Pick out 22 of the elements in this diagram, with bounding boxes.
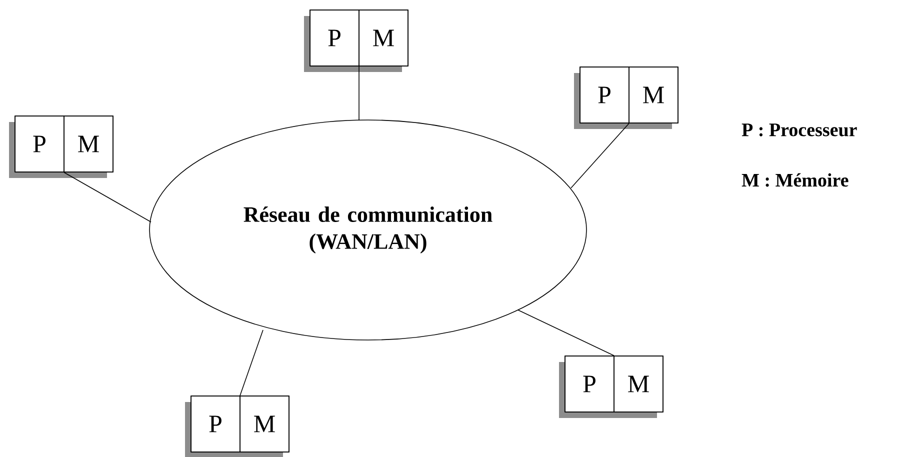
memory-cell: M [358, 10, 408, 66]
memory-cell: P [14, 116, 64, 172]
memory-cell: M [628, 66, 678, 124]
memory-processor-pair [574, 66, 678, 129]
memory-cell: P [310, 10, 360, 66]
memory-cell: M [64, 116, 114, 172]
memory-processor-pair [9, 116, 114, 178]
memory-cell: P [564, 356, 614, 412]
connector-line [570, 123, 630, 188]
connector-line [240, 330, 264, 396]
legend-entry: P : Processeur [742, 124, 857, 136]
memory-processor-pair [559, 356, 664, 418]
memory-cell: M [240, 396, 290, 452]
memory-cell: M [614, 356, 664, 412]
connector-line [518, 310, 614, 356]
connector-line [358, 66, 360, 120]
memory-cell: P [580, 66, 630, 124]
legend-entry: M : Mémoire [742, 173, 848, 187]
connector-line [64, 172, 152, 222]
memory-processor-pair [304, 10, 408, 72]
memory-cell: P [190, 396, 240, 452]
memory-processor-pair [185, 396, 290, 457]
